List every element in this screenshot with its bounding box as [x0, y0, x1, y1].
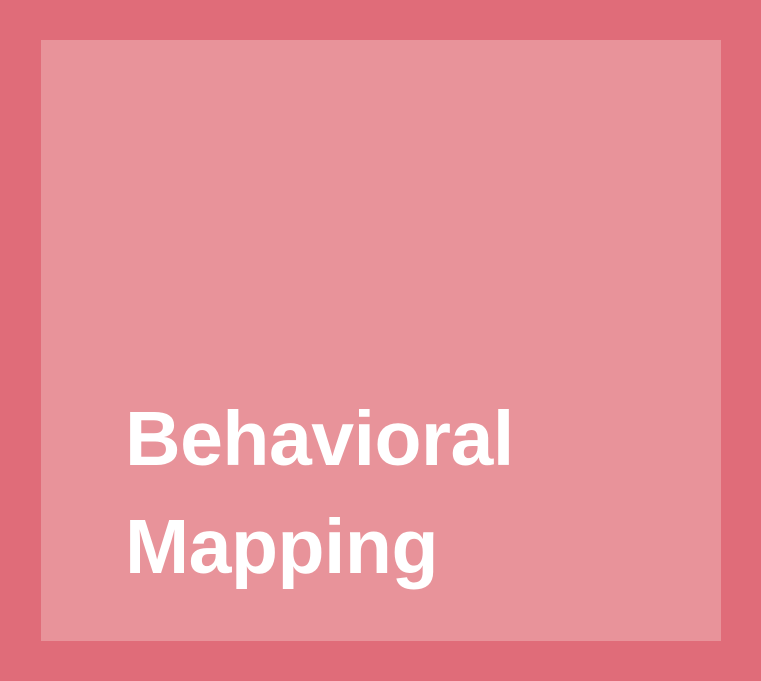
card-panel: Behavioral Mapping: [41, 40, 721, 641]
card-title-line-2: Mapping: [125, 504, 438, 590]
card-title-line-1: Behavioral: [125, 396, 514, 482]
card-title: Behavioral Mapping: [125, 385, 514, 601]
